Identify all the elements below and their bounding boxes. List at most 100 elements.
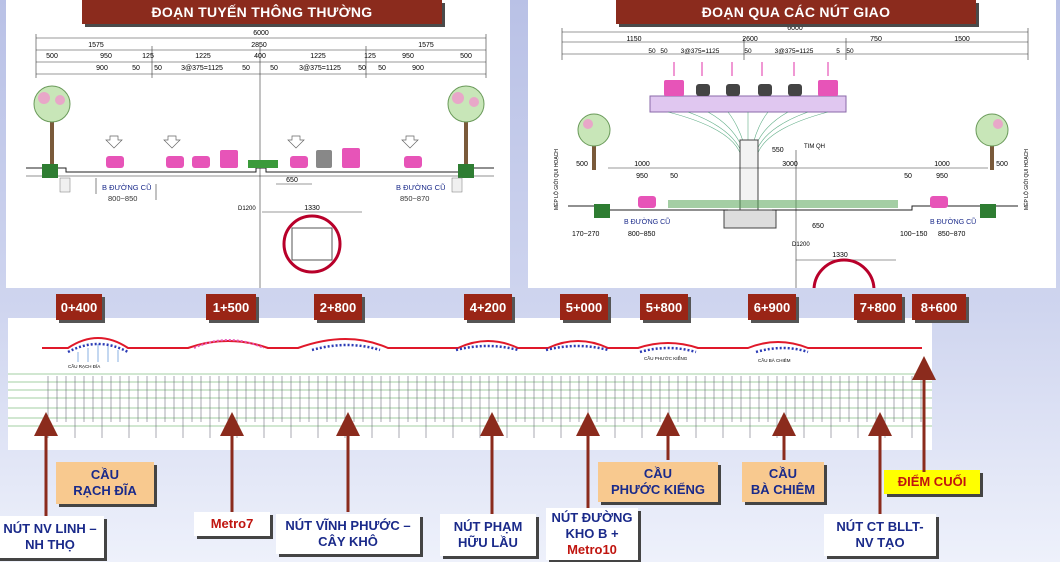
svg-text:50: 50 (660, 48, 668, 55)
svg-text:3@375=1125: 3@375=1125 (681, 48, 720, 55)
dim-6000-r: 6000 (787, 25, 803, 32)
chainage-2800: 2+800 (314, 294, 362, 320)
dim-1575-right: 1575 (418, 42, 434, 49)
dim-1575-left: 1575 (88, 42, 104, 49)
dim-3000: 3000 (782, 161, 798, 168)
old-road-range-right-a: 100~150 (900, 231, 928, 238)
intersection-section-title: ĐOẠN QUA CÁC NÚT GIAO (616, 0, 976, 24)
svg-text:950: 950 (402, 53, 414, 60)
svg-text:50: 50 (846, 48, 854, 55)
svg-text:50: 50 (648, 48, 656, 55)
dim-650-r: 650 (812, 223, 824, 230)
dim-1000-left: 1000 (634, 161, 650, 168)
viaduct-vehicle-icons (664, 80, 838, 96)
profile-line (42, 337, 922, 349)
chainage-1500: 1+500 (206, 294, 256, 320)
label-metro10: Metro10 (567, 542, 617, 557)
dim-50-left: 50 (670, 173, 678, 180)
svg-text:50: 50 (378, 65, 386, 72)
dim-1330: 1330 (304, 205, 320, 212)
svg-text:50: 50 (744, 48, 752, 55)
old-road-range-left: 800~850 (108, 194, 137, 203)
old-road-range-right: 850~870 (400, 194, 429, 203)
tree-icon-right (447, 85, 485, 166)
svg-text:5: 5 (836, 48, 840, 55)
bridge-label-phuoc-kieng: CẦU PHƯỚC KIỂNG (644, 355, 688, 361)
svg-text:1500: 1500 (954, 36, 970, 43)
label-nut-nv-linh: NÚT NV LINH –NH THỌ (0, 516, 104, 558)
vehicle-icons (106, 148, 422, 168)
cross-section-intersection-panel: 6000 1150 2600 750 1500 50 50 3@375=1125… (528, 0, 1056, 288)
tim-qh-label: TIM QH (804, 144, 825, 150)
old-road-range-right-b: 850~870 (938, 231, 966, 238)
label-diem-cuoi: ĐIỂM CUỐI (884, 470, 980, 494)
svg-text:1150: 1150 (626, 36, 641, 43)
old-road-range-left-a: 170~270 (572, 231, 600, 238)
dim-500-right: 500 (996, 161, 1008, 168)
dim-2850: 2850 (251, 42, 267, 49)
old-road-range-left-b: 800~850 (628, 231, 656, 238)
svg-text:500: 500 (460, 53, 472, 60)
chainage-5800: 5+800 (640, 294, 688, 320)
dim-500-left: 500 (576, 161, 588, 168)
chainage-0400: 0+400 (56, 294, 102, 320)
tree-icon-left-r (577, 113, 611, 170)
old-road-label-left: B ĐƯỜNG CŨ (102, 183, 152, 192)
tree-icon-left (33, 85, 71, 166)
svg-text:50: 50 (132, 65, 140, 72)
svg-text:50: 50 (270, 65, 278, 72)
old-road-label-left-r: B ĐƯỜNG CŨ (624, 217, 670, 226)
label-nut-ct-bllt: NÚT CT BLLT-NV TẠO (824, 514, 936, 556)
chainage-7800: 7+800 (854, 294, 902, 320)
label-metro7: Metro7 (194, 512, 270, 536)
cross-section-normal-panel: 6000 1575 2850 1575 500 950 125 1225 400… (6, 0, 510, 288)
svg-text:400: 400 (254, 53, 266, 60)
dim-550: 550 (772, 147, 784, 154)
svg-text:125: 125 (364, 53, 376, 60)
svg-text:500: 500 (46, 53, 58, 60)
svg-text:950: 950 (100, 53, 112, 60)
svg-text:750: 750 (870, 36, 882, 43)
svg-text:1225: 1225 (195, 53, 211, 60)
dim-1330-r: 1330 (832, 252, 848, 259)
d1200-label-r: D1200 (792, 242, 810, 248)
dim-50-right: 50 (904, 173, 912, 180)
svg-text:50: 50 (242, 65, 250, 72)
svg-text:50: 50 (154, 65, 162, 72)
dim-950-left: 950 (636, 173, 648, 180)
svg-text:125: 125 (142, 53, 154, 60)
label-nut-vinh-phuoc: NÚT VĨNH PHƯỚC –CÂY KHÔ (276, 514, 420, 554)
chainage-4200: 4+200 (464, 294, 512, 320)
svg-text:3@375=1125: 3@375=1125 (181, 65, 223, 72)
svg-text:900: 900 (96, 65, 108, 72)
cross-section-normal-drawing: 6000 1575 2850 1575 500 950 125 1225 400… (26, 30, 494, 288)
d1200-label: D1200 (238, 206, 256, 212)
dim-650: 650 (286, 177, 298, 184)
old-road-label-right: B ĐƯỜNG CŨ (396, 183, 446, 192)
svg-text:2600: 2600 (742, 36, 758, 43)
old-road-label-right-r: B ĐƯỜNG CŨ (930, 217, 976, 226)
dim-1000-right: 1000 (934, 161, 950, 168)
chainage-8600: 8+600 (912, 294, 966, 320)
normal-section-title: ĐOẠN TUYẾN THÔNG THƯỜNG (82, 0, 442, 24)
tree-icon-right-r (975, 113, 1009, 170)
bridge-label-rach-dia: CẦU RẠCH ĐĨA (68, 363, 100, 369)
svg-text:900: 900 (412, 65, 424, 72)
bridge-label-ba-chiem: CẦU BÀ CHIÊM (758, 356, 791, 363)
dim-950-right: 950 (936, 173, 948, 180)
metro-tunnel-icon (282, 214, 342, 274)
side-label-left: MÉP LỘ GIỚI QUI HOẠCH (553, 149, 560, 210)
svg-text:3@375=1125: 3@375=1125 (299, 65, 341, 72)
svg-text:1225: 1225 (310, 53, 326, 60)
dim-6000: 6000 (253, 30, 269, 37)
chainage-5000: 5+000 (560, 294, 608, 320)
side-label-right: MÉP LỘ GIỚI QUI HOẠCH (1023, 149, 1030, 210)
chainage-6900: 6+900 (748, 294, 796, 320)
cross-section-intersection-drawing: 6000 1150 2600 750 1500 50 50 3@375=1125… (553, 25, 1030, 288)
